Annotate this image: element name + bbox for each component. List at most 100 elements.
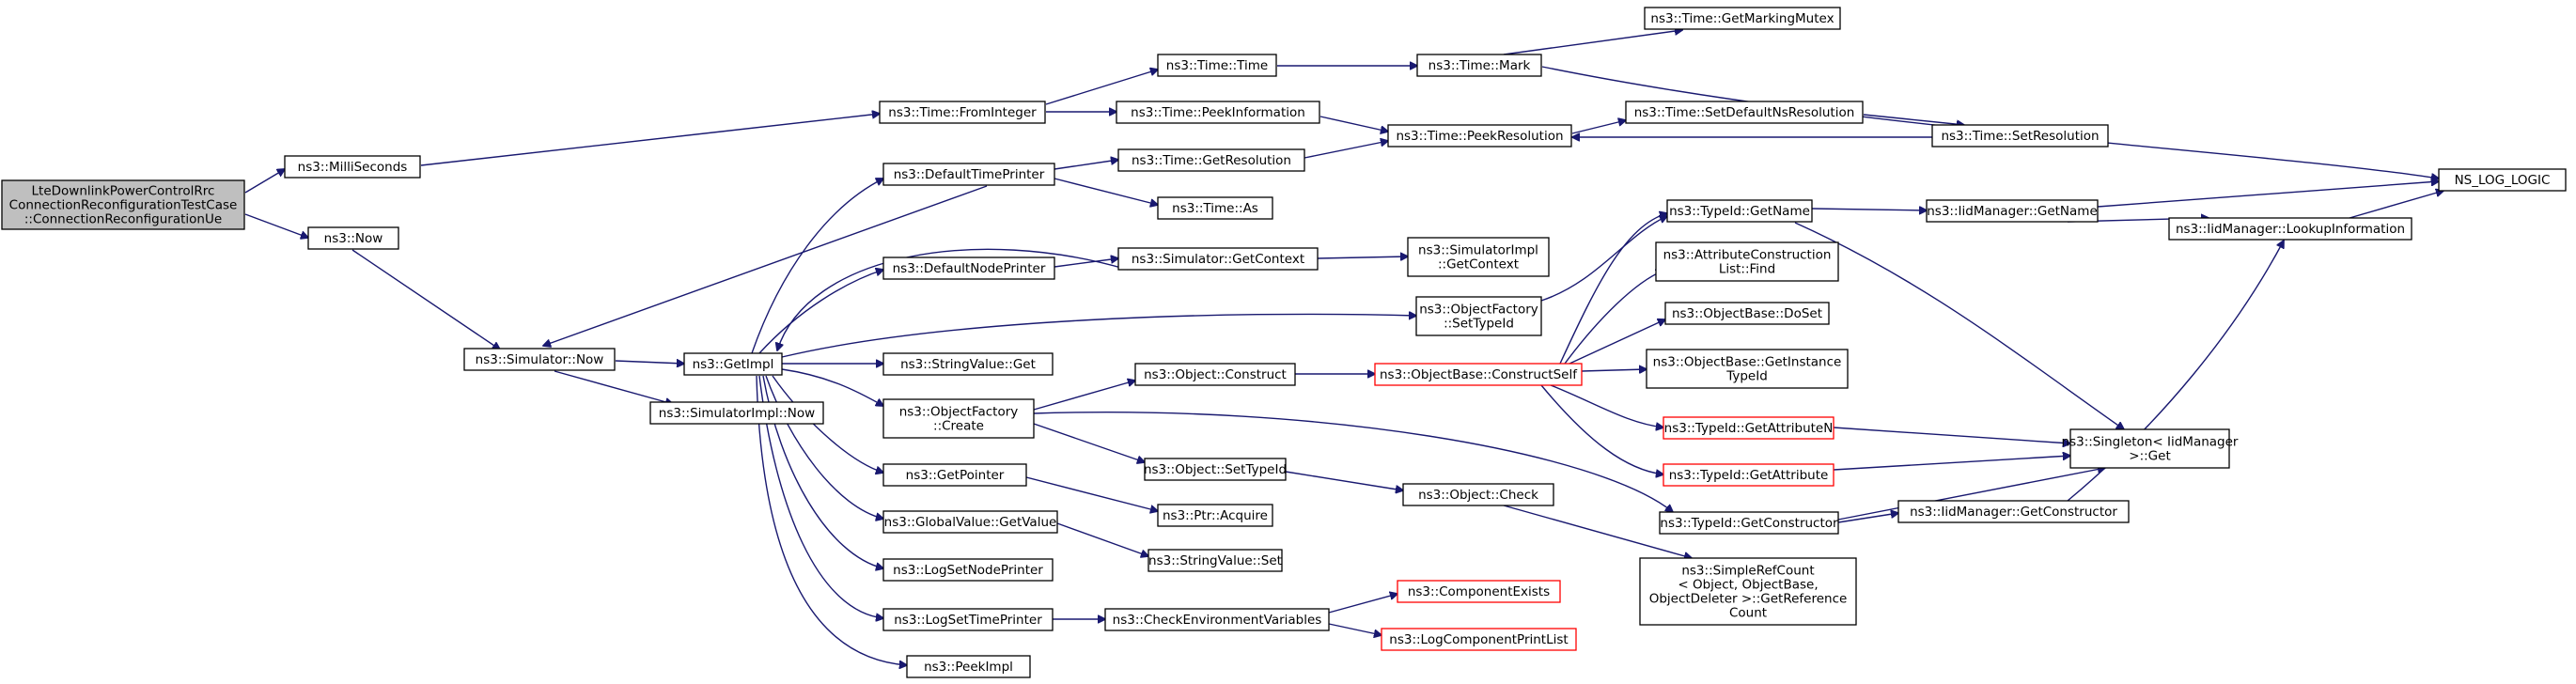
node-box[interactable]	[1416, 54, 1542, 77]
node-box[interactable]	[1381, 628, 1577, 651]
node-simgetctx[interactable]: ns3::Simulator::GetContext	[1117, 247, 1319, 271]
node-box[interactable]	[906, 655, 1031, 678]
node-box[interactable]	[1157, 196, 1273, 220]
node-box[interactable]	[1625, 101, 1864, 124]
node-box[interactable]	[882, 256, 1055, 280]
node-timeas[interactable]: ns3::Time::As	[1157, 196, 1273, 220]
node-peekres[interactable]: ns3::Time::PeekResolution	[1387, 124, 1572, 148]
node-simnow[interactable]: ns3::Simulator::Now	[463, 348, 616, 371]
node-iidgetctor[interactable]: ns3::IidManager::GetConstructor	[1897, 500, 2130, 523]
node-box[interactable]	[1655, 241, 1839, 282]
node-box[interactable]	[2168, 217, 2412, 241]
node-defnodeprinter[interactable]: ns3::DefaultNodePrinter	[882, 256, 1055, 280]
node-box[interactable]	[649, 401, 824, 425]
node-box[interactable]	[1134, 363, 1296, 386]
node-ptracquire[interactable]: ns3::Ptr::Acquire	[1157, 504, 1273, 527]
node-ofcreate[interactable]: ns3::ObjectFactory::Create	[882, 398, 1035, 439]
node-objsettypeid[interactable]: ns3::Object::SetTypeId	[1144, 458, 1287, 481]
node-peekimpl[interactable]: ns3::PeekImpl	[906, 655, 1031, 678]
node-ofsettypeid[interactable]: ns3::ObjectFactory::SetTypeId	[1415, 296, 1542, 336]
node-tidgetname[interactable]: ns3::TypeId::GetName	[1666, 199, 1813, 223]
node-box[interactable]	[882, 163, 1055, 186]
node-getimpl[interactable]: ns3::GetImpl	[683, 352, 783, 376]
node-box[interactable]	[882, 352, 1054, 376]
node-strvalset[interactable]: ns3::StringValue::Set	[1147, 549, 1283, 572]
node-box[interactable]	[1, 179, 245, 230]
node-box[interactable]	[1157, 54, 1277, 77]
node-box[interactable]	[1644, 7, 1841, 30]
node-singleton[interactable]: ns3::Singleton< IidManager >::Get	[2062, 428, 2239, 469]
node-tidgetattrn[interactable]: ns3::TypeId::GetAttributeN	[1663, 416, 1834, 440]
node-box[interactable]	[882, 463, 1027, 487]
node-objconstruct[interactable]: ns3::Object::Construct	[1134, 363, 1296, 386]
node-markmutex[interactable]: ns3::Time::GetMarkingMutex	[1644, 7, 1841, 30]
node-box[interactable]	[879, 101, 1046, 124]
node-getpointer[interactable]: ns3::GetPointer	[882, 463, 1027, 487]
node-box[interactable]	[1144, 458, 1287, 481]
node-iidlookup[interactable]: ns3::IidManager::LookupInformation	[2168, 217, 2412, 241]
node-box[interactable]	[1646, 349, 1849, 389]
node-tidgetattr[interactable]: ns3::TypeId::GetAttribute	[1663, 463, 1834, 487]
node-box[interactable]	[1931, 124, 2109, 148]
node-obconstructself[interactable]: ns3::ObjectBase::ConstructSelf	[1374, 363, 1583, 386]
node-box[interactable]	[1402, 483, 1554, 506]
node-box[interactable]	[882, 558, 1054, 582]
node-box[interactable]	[1407, 237, 1550, 277]
node-peekinfo[interactable]: ns3::Time::PeekInformation	[1116, 101, 1320, 124]
node-logtimeprinter[interactable]: ns3::LogSetTimePrinter	[882, 608, 1054, 631]
node-box[interactable]	[683, 352, 783, 376]
node-simplerefcount[interactable]: ns3::SimpleRefCount< Object, ObjectBase,…	[1639, 557, 1857, 626]
node-setdefaultns[interactable]: ns3::Time::SetDefaultNsResolution	[1625, 101, 1864, 124]
node-box[interactable]	[1663, 463, 1834, 487]
node-deftimeprinter[interactable]: ns3::DefaultTimePrinter	[882, 163, 1055, 186]
node-simimplgetctx[interactable]: ns3::SimulatorImpl::GetContext	[1407, 237, 1550, 277]
node-box[interactable]	[463, 348, 616, 371]
node-strvalget[interactable]: ns3::StringValue::Get	[882, 352, 1054, 376]
node-obdoset[interactable]: ns3::ObjectBase::DoSet	[1664, 302, 1830, 325]
node-tidgetctor[interactable]: ns3::TypeId::GetConstructor	[1659, 511, 1839, 535]
node-logcompprint[interactable]: ns3::LogComponentPrintList	[1381, 628, 1577, 651]
node-root[interactable]: LteDownlinkPowerControlRrcConnectionReco…	[1, 179, 245, 230]
node-box[interactable]	[882, 398, 1035, 439]
node-nslog[interactable]: NS_LOG_LOGIC	[2438, 168, 2567, 192]
node-box[interactable]	[882, 608, 1054, 631]
node-box[interactable]	[2069, 428, 2230, 469]
node-compexists[interactable]: ns3::ComponentExists	[1397, 580, 1561, 603]
node-box[interactable]	[1415, 296, 1542, 336]
node-setres[interactable]: ns3::Time::SetResolution	[1931, 124, 2109, 148]
node-box[interactable]	[1117, 247, 1319, 271]
node-box[interactable]	[1117, 148, 1305, 172]
node-box[interactable]	[1374, 363, 1583, 386]
node-box[interactable]	[1659, 511, 1839, 535]
node-box[interactable]	[882, 510, 1058, 534]
node-getres[interactable]: ns3::Time::GetResolution	[1117, 148, 1305, 172]
node-objcheck[interactable]: ns3::Object::Check	[1402, 483, 1554, 506]
node-checkenv[interactable]: ns3::CheckEnvironmentVariables	[1104, 608, 1330, 631]
node-box[interactable]	[1666, 199, 1813, 223]
node-lognodeprinter[interactable]: ns3::LogSetNodePrinter	[882, 558, 1054, 582]
node-box[interactable]	[1664, 302, 1830, 325]
node-box[interactable]	[1157, 504, 1273, 527]
node-box[interactable]	[1639, 557, 1857, 626]
node-iidgetname[interactable]: ns3::IidManager::GetName	[1926, 199, 2099, 223]
node-box[interactable]	[1387, 124, 1572, 148]
node-gvgetvalue[interactable]: ns3::GlobalValue::GetValue	[882, 510, 1058, 534]
node-box[interactable]	[1147, 549, 1283, 572]
node-frominteger[interactable]: ns3::Time::FromInteger	[879, 101, 1046, 124]
node-box[interactable]	[1116, 101, 1320, 124]
node-box[interactable]	[1926, 199, 2099, 223]
node-simimplnow[interactable]: ns3::SimulatorImpl::Now	[649, 401, 824, 425]
node-box[interactable]	[307, 226, 399, 250]
node-mark[interactable]: ns3::Time::Mark	[1416, 54, 1542, 77]
node-box[interactable]	[2438, 168, 2567, 192]
node-box[interactable]	[1397, 580, 1561, 603]
node-timetime[interactable]: ns3::Time::Time	[1157, 54, 1277, 77]
node-box[interactable]	[1897, 500, 2130, 523]
node-box[interactable]	[284, 155, 421, 179]
node-now[interactable]: ns3::Now	[307, 226, 399, 250]
node-box[interactable]	[1663, 416, 1834, 440]
node-milliseconds[interactable]: ns3::MilliSeconds	[284, 155, 421, 179]
node-box[interactable]	[1104, 608, 1330, 631]
